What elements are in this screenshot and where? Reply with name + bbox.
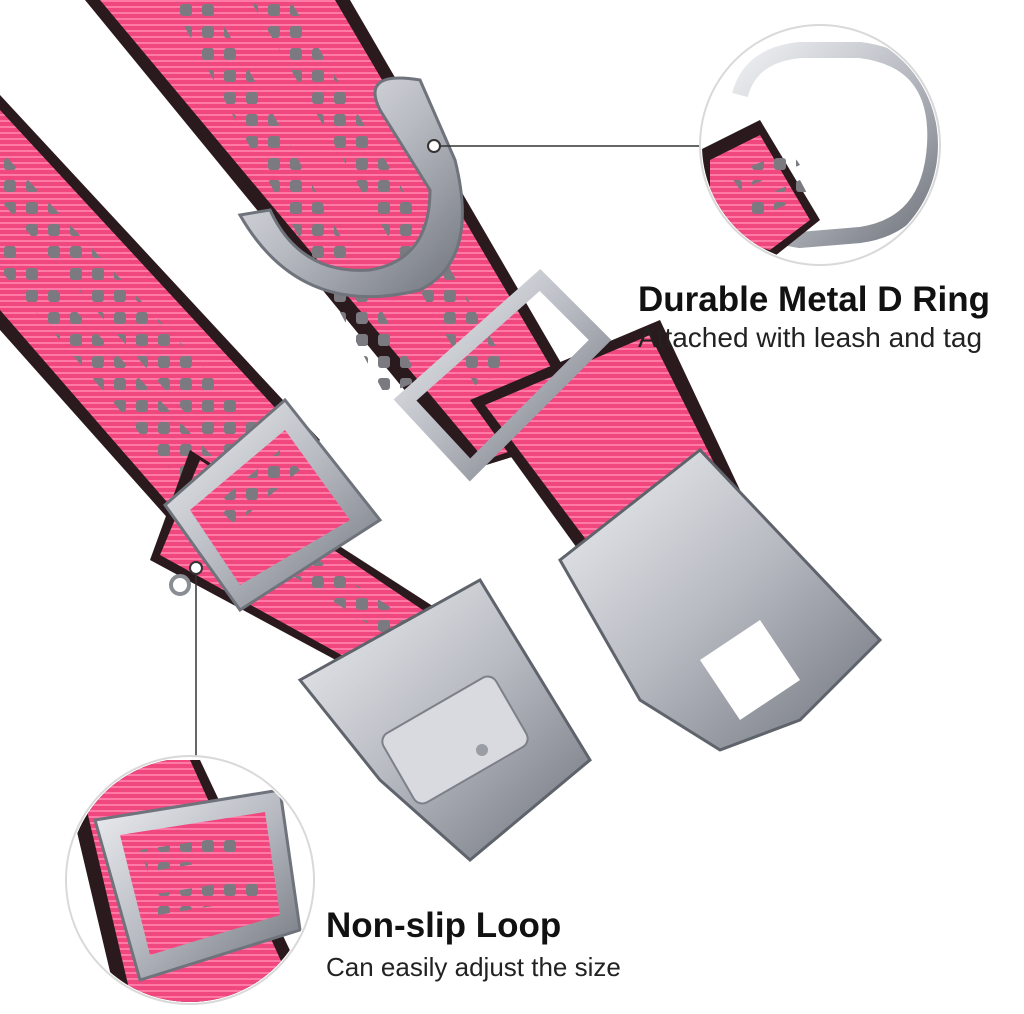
d-ring [237, 76, 464, 299]
d-ring-callout-line [427, 139, 700, 153]
keeper-loop [393, 269, 612, 482]
loop-zoom-circle [65, 755, 315, 1005]
non-slip-loop-buckle [162, 397, 383, 613]
loop-callout-title: Non-slip Loop [326, 906, 562, 945]
d-ring-callout-title: Durable Metal D Ring [638, 280, 990, 319]
male-buckle [558, 447, 883, 752]
female-buckle [297, 577, 592, 862]
d-ring-callout-subtitle: Attached with leash and tag [638, 322, 983, 353]
loop-callout-line [189, 561, 203, 756]
d-ring-zoom-circle [699, 24, 941, 266]
loop-callout-subtitle: Can easily adjust the size [326, 952, 621, 982]
